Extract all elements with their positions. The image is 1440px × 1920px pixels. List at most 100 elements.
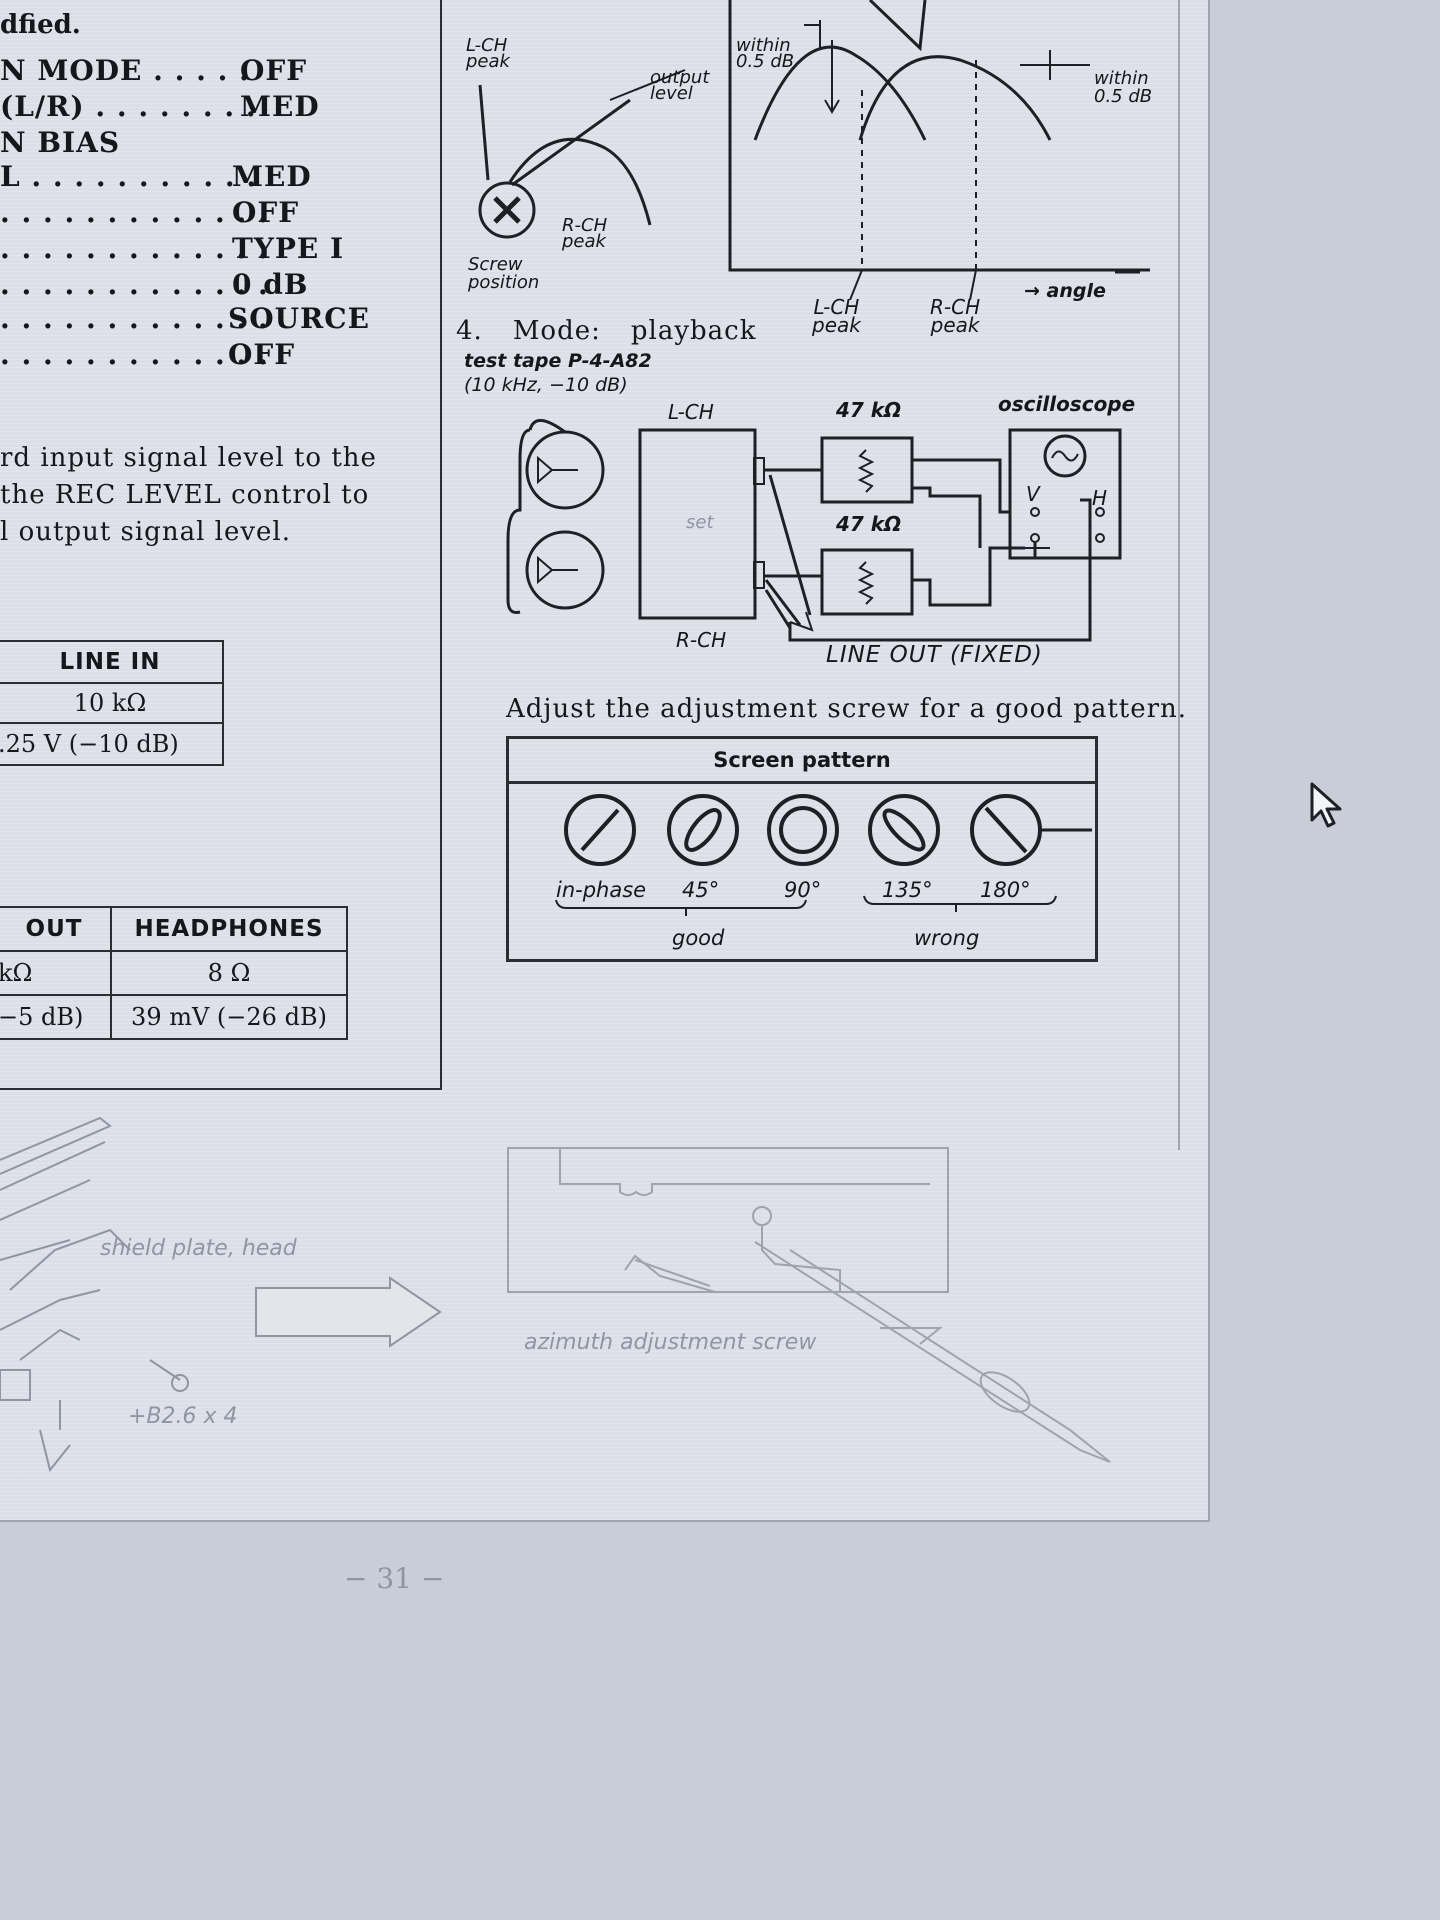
h-input-label: H — [1092, 486, 1108, 510]
step-number: 4. — [456, 316, 483, 346]
pattern-label-in-phase: in-phase — [556, 878, 647, 902]
setting-row: . . . . . . . . . . . . . — [0, 338, 269, 371]
right-frame-line — [1178, 0, 1180, 1150]
pattern-in-phase-icon — [564, 794, 636, 866]
angle-axis-label: → angle — [1024, 280, 1106, 302]
column-box-bottom — [0, 1088, 442, 1090]
page-number: − 31 − — [344, 1562, 445, 1595]
azimuth-screw-label: azimuth adjustment screw — [524, 1330, 817, 1355]
graph-rch-peak-label: R-CH peak — [930, 295, 981, 337]
resistor-top-label: 47 kΩ — [836, 398, 902, 422]
out-impedance: kΩ — [0, 950, 112, 996]
headphones-impedance: 8 Ω — [110, 950, 348, 996]
line-in-table: LINE IN 10 kΩ .25 V (−10 dB) — [0, 640, 224, 766]
setting-row: (L/R) . . . . . . . . — [0, 90, 257, 123]
line-in-header: LINE IN — [0, 640, 224, 684]
manual-page: dfied. N MODE . . . . . OFF (L/R) . . . … — [0, 0, 1210, 1595]
line-out-label: LINE OUT (FIXED) — [826, 642, 1043, 668]
setting-value: 0 dB — [232, 268, 309, 301]
pattern-label-135: 135° — [882, 878, 933, 902]
output-angle-graph — [728, 0, 1150, 300]
arrow-right-icon: → — [1024, 280, 1047, 302]
screen-pattern-title: Screen pattern — [509, 739, 1095, 784]
output-table: OUT HEADPHONES kΩ 8 Ω −5 dB) 39 mV (−26 … — [0, 906, 348, 1040]
wrong-label: wrong — [914, 926, 980, 950]
rch-peak-label: R-CH peak — [562, 215, 608, 252]
pattern-label-90: 90° — [784, 878, 822, 902]
circuit-rch-label: R-CH — [676, 628, 727, 652]
within-right-label: within 0.5 dB — [1094, 68, 1153, 107]
pattern-45-icon — [667, 794, 739, 866]
setting-value: OFF — [240, 54, 308, 87]
lch-response-curve — [753, 45, 927, 141]
screw-spec-label: +B2.6 x 4 — [128, 1404, 238, 1429]
arrow-right-icon — [255, 1276, 442, 1348]
out-level: −5 dB) — [0, 994, 112, 1040]
resistor-bottom-icon — [857, 561, 875, 605]
line-in-level: .25 V (−10 dB) — [0, 722, 224, 766]
screw-position-diagram — [478, 69, 686, 239]
reel-top-icon — [525, 430, 605, 510]
setting-row: . . . . . . . . . . . . . — [0, 268, 269, 301]
lissajous-patterns — [555, 794, 1092, 916]
paragraph-line: rd input signal level to the — [0, 443, 377, 473]
oscilloscope-screen-icon — [1043, 434, 1087, 478]
screen-pattern-box: Screen pattern — [506, 736, 1098, 962]
within-left-label: within 0.5 dB — [736, 35, 795, 72]
mode-label: Mode: — [512, 316, 601, 346]
test-tape-label: test tape P-4-A82 — [464, 350, 652, 372]
pattern-135-icon — [868, 794, 940, 866]
setting-row: . . . . . . . . . . . . . — [0, 232, 269, 265]
instruction-paragraph: rd input signal level to the the REC LEV… — [0, 440, 400, 551]
header-fragment: dfied. — [0, 10, 81, 40]
adjust-instruction: Adjust the adjustment screw for a good p… — [506, 694, 1188, 724]
set-label: set — [686, 512, 714, 533]
setting-value: TYPE I — [232, 232, 345, 265]
rch-response-curve — [858, 55, 1052, 141]
setting-row: . . . . . . . . . . . . . — [0, 196, 269, 229]
screw-icon — [478, 181, 536, 239]
headphones-header: HEADPHONES — [110, 906, 348, 952]
setting-value: OFF — [232, 196, 300, 229]
shield-plate-label: shield plate, head — [100, 1236, 297, 1261]
column-divider — [440, 0, 442, 1090]
graph-lch-peak-label: L-CH peak — [812, 295, 861, 337]
mode-value: playback — [630, 316, 757, 346]
paragraph-line: the REC LEVEL control to — [0, 480, 370, 510]
mouse-cursor-icon — [1310, 782, 1342, 828]
shield-plate-illustration — [0, 1116, 442, 1480]
setting-value: SOURCE — [228, 302, 370, 335]
oscilloscope-label: oscilloscope — [998, 392, 1136, 416]
test-params-label: (10 kHz, −10 dB) — [464, 374, 628, 396]
reel-bottom-icon — [525, 530, 605, 610]
left-column: dfied. N MODE . . . . . OFF (L/R) . . . … — [0, 0, 410, 1100]
setting-row: N MODE . . . . . — [0, 54, 250, 87]
angle-label-text: angle — [1046, 280, 1106, 302]
output-level-label: output level — [650, 67, 710, 104]
setting-value: MED — [232, 160, 312, 193]
headphones-level: 39 mV (−26 dB) — [110, 994, 348, 1040]
line-in-impedance: 10 kΩ — [0, 682, 224, 724]
pattern-label-180: 180° — [980, 878, 1031, 902]
oscilloscope-box — [1008, 428, 1122, 560]
azimuth-screw-illustration — [507, 1147, 1111, 1463]
setting-value: MED — [240, 90, 320, 123]
pattern-90-icon — [767, 794, 839, 866]
lch-peak-label: L-CH peak — [466, 35, 510, 72]
circuit-lch-label: L-CH — [668, 400, 714, 424]
good-label: good — [672, 926, 725, 950]
resistor-top-icon — [857, 449, 875, 493]
setting-value: OFF — [228, 338, 296, 371]
set-box — [638, 428, 757, 620]
v-input-label: V — [1026, 482, 1040, 506]
screw-position-label: Screw position — [468, 254, 540, 293]
setting-row: N BIAS — [0, 126, 121, 159]
circuit-diagram — [506, 419, 1122, 642]
resistor-bottom-label: 47 kΩ — [836, 512, 902, 536]
setting-row: L . . . . . . . . . . . — [0, 160, 258, 193]
paragraph-line: l output signal level. — [0, 517, 292, 547]
pattern-label-45: 45° — [682, 878, 720, 902]
out-header: OUT — [0, 906, 112, 952]
step-4-heading: 4. Mode: playback — [456, 316, 757, 346]
setting-row: . . . . . . . . . . . . . — [0, 302, 269, 335]
